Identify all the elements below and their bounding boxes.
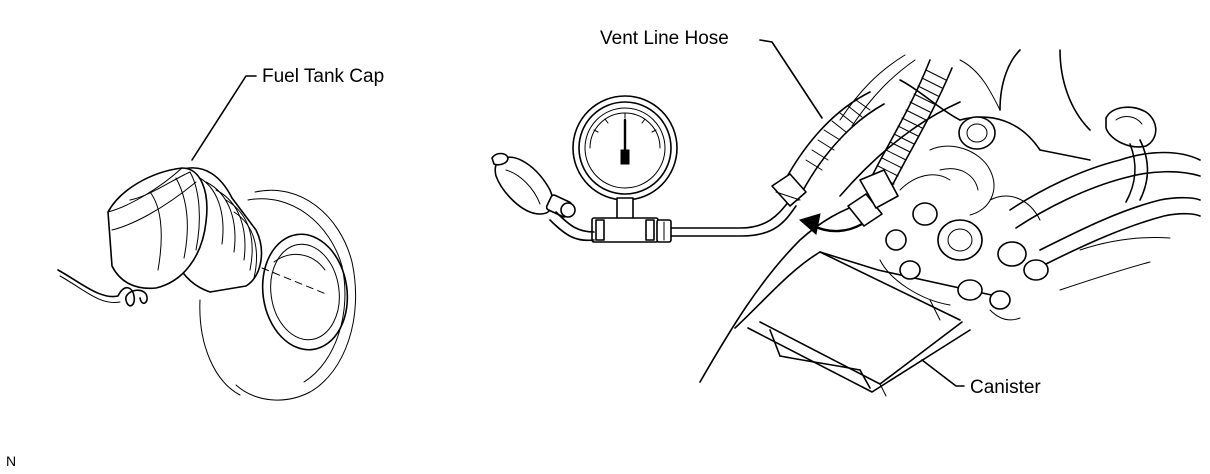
tee-fitting — [591, 217, 659, 243]
hand-pump-bulb — [491, 152, 595, 242]
fuel-tank-cap-leader — [191, 75, 257, 161]
curved-arrow — [798, 213, 864, 235]
pressure-gauge — [572, 95, 678, 221]
connector-fitting — [656, 219, 672, 243]
canister-label: Canister — [970, 377, 1041, 398]
canister-assembly — [699, 49, 1201, 397]
vent-line-hose — [771, 91, 885, 207]
test-tube — [670, 199, 791, 229]
vent-line-hose-label: Vent Line Hose — [600, 28, 729, 49]
canister-leader — [921, 359, 965, 387]
fuel-tank-cap-label: Fuel Tank Cap — [262, 66, 384, 87]
fuel-tank-filler-neck — [199, 189, 357, 401]
vent-line-hose-leader — [759, 39, 823, 119]
fuel-tank-cap — [57, 167, 263, 307]
corner-code: N — [6, 453, 16, 469]
